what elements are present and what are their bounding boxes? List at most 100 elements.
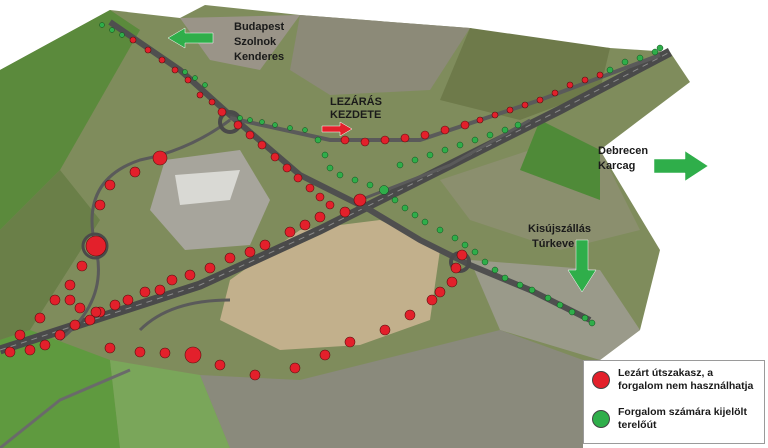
closed-marker bbox=[134, 346, 146, 358]
closed-marker bbox=[129, 36, 137, 44]
closed-marker bbox=[289, 362, 301, 374]
closed-marker bbox=[166, 274, 178, 286]
detour-marker bbox=[556, 301, 564, 309]
detour-marker bbox=[436, 226, 444, 234]
closed-marker bbox=[49, 294, 61, 306]
closed-marker bbox=[158, 56, 166, 64]
detour-marker bbox=[501, 126, 509, 134]
detour-markers bbox=[99, 22, 664, 327]
detour-marker bbox=[326, 164, 334, 172]
closed-marker bbox=[104, 179, 116, 191]
legend-closed-text: Lezárt útszakasz, a forgalom nem használ… bbox=[618, 367, 753, 393]
closed-marker bbox=[400, 133, 410, 143]
closed-marker bbox=[104, 342, 116, 354]
legend-closed-line2: forgalom nem használhatja bbox=[618, 380, 754, 392]
closed-marker bbox=[84, 314, 96, 326]
detour-marker bbox=[272, 122, 278, 128]
detour-marker bbox=[491, 266, 499, 274]
red-dot-icon bbox=[592, 371, 610, 389]
closed-marker bbox=[270, 152, 280, 162]
legend-detour-text: Forgalom számára kijelölt terelőút bbox=[618, 406, 747, 432]
closed-marker bbox=[171, 66, 179, 74]
detour-marker bbox=[202, 82, 208, 88]
detour-marker bbox=[351, 176, 359, 184]
closed-marker bbox=[566, 81, 574, 89]
arrow-down-icon bbox=[567, 239, 597, 293]
detour-marker bbox=[544, 294, 552, 302]
detour-marker bbox=[514, 121, 522, 129]
detour-marker bbox=[336, 171, 344, 179]
detour-marker bbox=[302, 127, 308, 133]
detour-marker bbox=[461, 241, 469, 249]
detour-marker bbox=[379, 185, 389, 195]
detour-marker bbox=[401, 204, 409, 212]
closed-marker bbox=[244, 246, 256, 258]
closed-marker bbox=[34, 312, 46, 324]
detour-marker bbox=[259, 119, 265, 125]
closed-marker bbox=[139, 286, 151, 298]
detour-marker bbox=[528, 286, 536, 294]
detour-marker bbox=[237, 115, 243, 121]
closed-marker bbox=[340, 135, 350, 145]
legend-closed-line1: Lezárt útszakasz, a bbox=[618, 367, 714, 379]
closed-marker bbox=[339, 206, 351, 218]
detour-marker bbox=[119, 32, 125, 38]
detour-marker bbox=[192, 75, 198, 81]
closure-arrow-icon bbox=[321, 121, 353, 137]
closed-marker bbox=[257, 140, 267, 150]
closed-marker bbox=[314, 211, 326, 223]
closed-marker bbox=[284, 226, 296, 238]
closed-marker bbox=[259, 239, 271, 251]
closed-marker bbox=[69, 319, 81, 331]
detour-marker bbox=[426, 151, 434, 159]
closed-marker bbox=[551, 89, 559, 97]
legend-detour-line2: terelőút bbox=[618, 419, 657, 431]
closed-marker bbox=[293, 173, 303, 183]
detour-marker bbox=[481, 258, 489, 266]
legend-closed-row: Lezárt útszakasz, a forgalom nem használ… bbox=[592, 367, 753, 393]
label-karcag: Karcag bbox=[598, 160, 636, 172]
detour-marker bbox=[451, 234, 459, 242]
closed-marker bbox=[506, 106, 514, 114]
closed-marker bbox=[325, 200, 335, 210]
closed-marker bbox=[76, 260, 88, 272]
closed-marker bbox=[581, 76, 589, 84]
detour-marker bbox=[182, 69, 188, 75]
detour-marker bbox=[411, 211, 419, 219]
closed-section-markers bbox=[4, 36, 604, 381]
closed-marker bbox=[159, 347, 171, 359]
label-lezaras: LEZÁRÁS bbox=[330, 96, 382, 108]
closed-marker bbox=[344, 336, 356, 348]
detour-marker bbox=[588, 319, 596, 327]
detour-marker bbox=[651, 48, 659, 56]
detour-marker bbox=[396, 161, 404, 169]
closed-marker bbox=[434, 286, 446, 298]
detour-marker bbox=[656, 44, 664, 52]
closed-marker bbox=[319, 349, 331, 361]
detour-marker bbox=[109, 27, 115, 33]
detour-marker bbox=[606, 66, 614, 74]
detour-marker bbox=[456, 141, 464, 149]
detour-marker bbox=[568, 308, 576, 316]
closed-marker bbox=[184, 76, 192, 84]
legend-detour-line1: Forgalom számára kijelölt bbox=[618, 406, 747, 418]
closed-marker bbox=[154, 284, 166, 296]
detour-marker bbox=[314, 136, 322, 144]
closed-marker bbox=[64, 294, 76, 306]
detour-marker bbox=[366, 181, 374, 189]
closed-marker bbox=[450, 262, 462, 274]
label-debrecen: Debrecen bbox=[598, 145, 649, 157]
closed-marker bbox=[353, 193, 367, 207]
closed-marker bbox=[379, 324, 391, 336]
arrow-left-icon bbox=[167, 27, 214, 49]
closed-marker bbox=[184, 269, 196, 281]
closed-marker bbox=[74, 302, 86, 314]
detour-marker bbox=[321, 151, 329, 159]
closed-marker bbox=[90, 306, 102, 318]
closed-marker bbox=[208, 98, 216, 106]
closed-marker bbox=[24, 344, 36, 356]
closed-marker bbox=[184, 346, 202, 364]
closed-marker bbox=[521, 101, 529, 109]
